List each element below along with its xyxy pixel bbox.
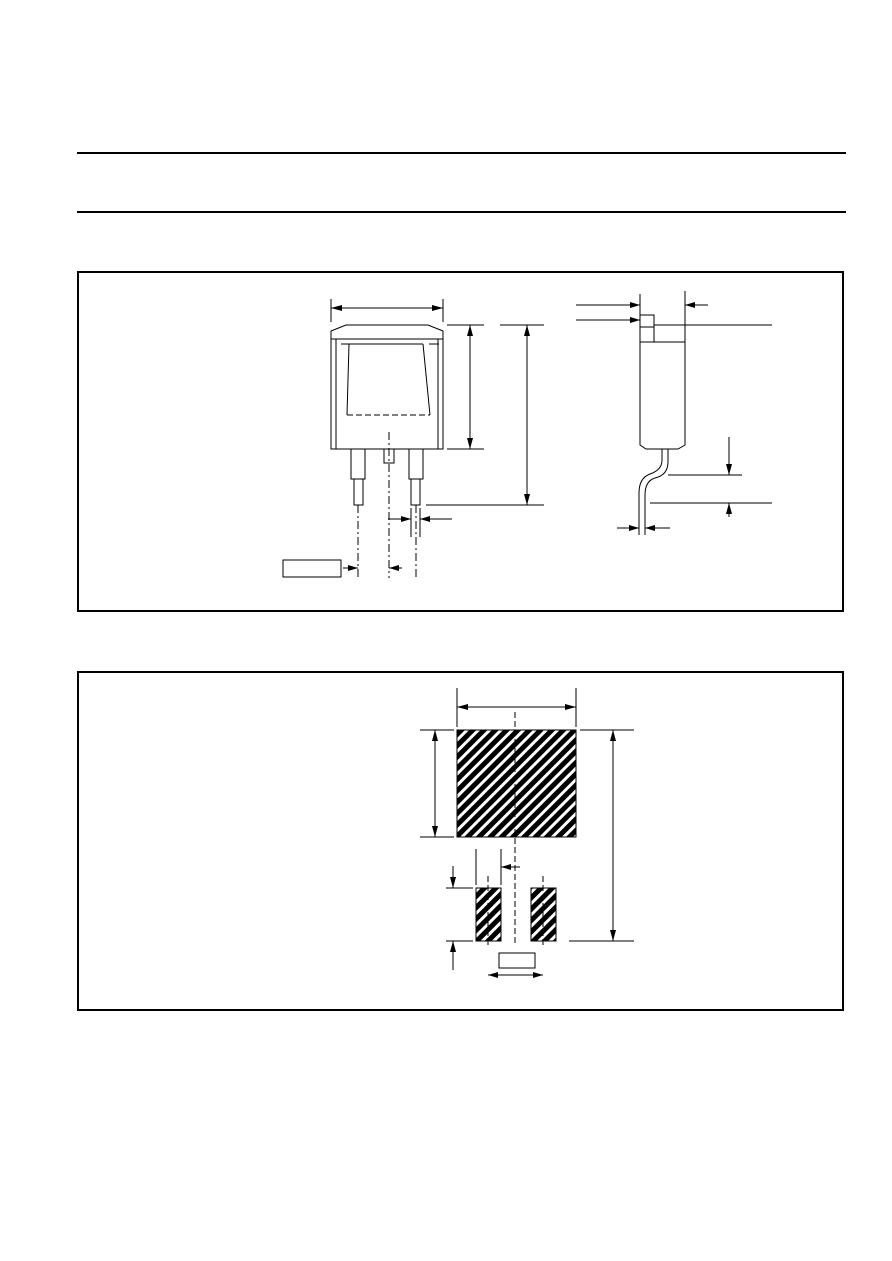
dim-body-width (330, 299, 444, 322)
dim-footprint-height (569, 729, 634, 942)
dim-lead-pad-width (475, 849, 520, 885)
pitch-label-box (282, 559, 342, 578)
pad-pitch-label-box (498, 952, 536, 969)
dim-lead-width (388, 508, 452, 537)
lead-left (350, 448, 366, 506)
lead-right (408, 448, 424, 506)
dim-lead-pitch (343, 565, 402, 571)
package-side-view (576, 291, 772, 535)
side-body (639, 341, 686, 450)
figure-frame (77, 671, 844, 1011)
header-rules (77, 152, 846, 213)
package-body (330, 324, 444, 450)
package-outline-figure (77, 271, 844, 612)
mounting-footprint-figure (77, 671, 844, 1011)
dim-body-height (447, 324, 484, 450)
dim-lead-thickness (617, 525, 670, 531)
side-lead-outer (644, 449, 669, 535)
footprint-tab-pad (456, 729, 577, 838)
dim-tab-pad-height (420, 729, 454, 838)
dim-lead-standoff (650, 437, 772, 517)
dim-tab-pad-width (456, 688, 577, 727)
package-front-view (282, 299, 544, 578)
side-lead-inner (638, 449, 663, 535)
dim-pad-pitch (488, 952, 543, 978)
dim-body-thickness (654, 291, 772, 342)
dim-tab-thickness (576, 294, 641, 323)
dim-lead-pad-height (446, 866, 473, 970)
side-tab (639, 314, 655, 328)
dim-overall-height (426, 324, 544, 506)
figure-frame (77, 271, 844, 612)
